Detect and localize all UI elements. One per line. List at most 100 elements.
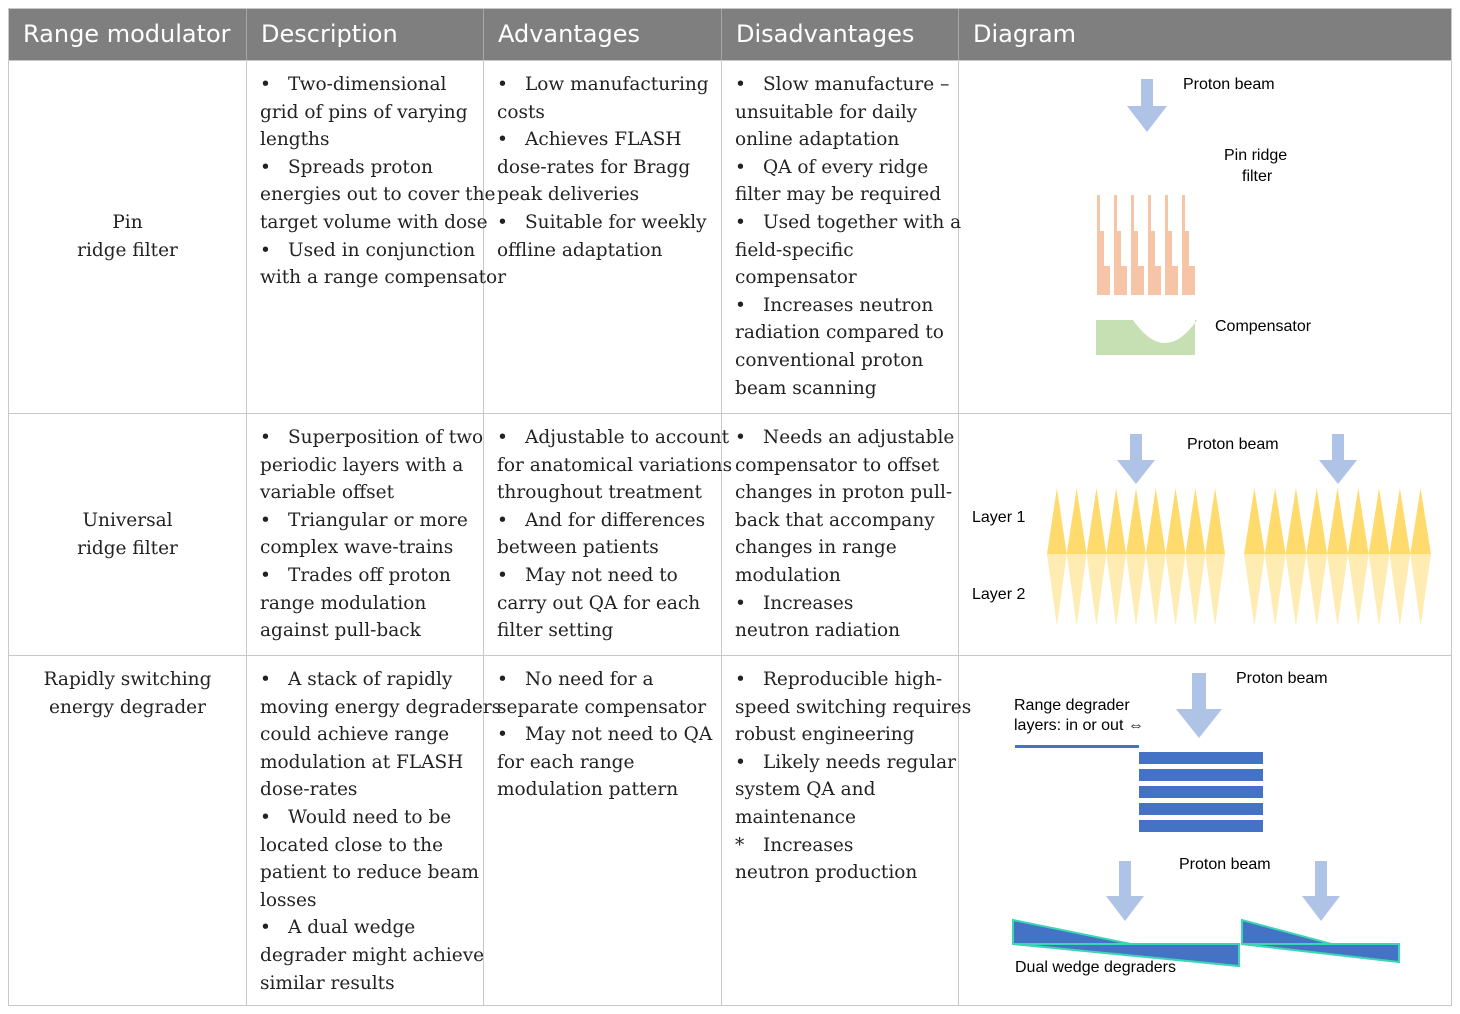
ridge-triangle-layer-2: [1244, 554, 1265, 626]
text-line-content: Increases: [763, 834, 854, 856]
modulator-name-line: Universal: [82, 509, 173, 531]
text-line: carry out QA for each: [497, 590, 709, 618]
bullet-marker: *: [735, 834, 745, 856]
text-line-content: Superposition of two: [288, 427, 484, 448]
text-line: range modulation: [260, 590, 471, 618]
text-line: beam scanning: [735, 375, 946, 403]
text-line-content: for anatomical variations: [497, 454, 733, 476]
bullet-marker: •: [735, 669, 746, 690]
text-line-content: Increases: [763, 592, 854, 614]
dual-wedge-degrader-right: [1241, 918, 1400, 964]
bullet-marker: •: [497, 669, 508, 690]
diagram-cell: Proton beam Layer 1 Layer 2: [959, 414, 1453, 655]
bullet-marker: •: [260, 509, 271, 531]
text-line: for each range: [497, 749, 709, 777]
bullet-marker: •: [735, 74, 746, 95]
text-line-content: Spreads proton: [288, 156, 433, 178]
text-line: •Used together with a: [735, 209, 961, 237]
pin-shape: [1148, 195, 1151, 295]
text-line: changes in range: [735, 534, 946, 562]
text-line: •Triangular or more: [260, 507, 471, 535]
text-line: •May not need to: [497, 562, 709, 590]
pin-shape: [1100, 231, 1104, 295]
bullet-marker: •: [497, 211, 508, 233]
layer-1-label: Layer 1: [972, 509, 1025, 526]
proton-beam-arrow: [1319, 434, 1357, 484]
dual-wedge-degrader-left: [1012, 918, 1240, 968]
text-line: •A dual wedge: [260, 914, 471, 942]
bullet-marker: •: [260, 917, 271, 939]
header-description: Description: [247, 9, 484, 60]
text-line-content: carry out QA for each: [497, 592, 701, 614]
text-line: back that accompany: [735, 507, 946, 535]
pin-ridge-filter-label: filter: [1242, 168, 1273, 185]
text-line-content: for each range: [497, 751, 635, 773]
text-line: system QA and: [735, 776, 946, 804]
header-range-modulator: Range modulator: [9, 9, 247, 60]
text-line: patient to reduce beam: [260, 859, 479, 887]
text-line: lengths: [260, 126, 471, 154]
ridge-triangle-layer-2: [1285, 554, 1307, 626]
modulator-name-line: energy degrader: [49, 696, 206, 718]
pin-shape: [1097, 195, 1100, 295]
text-line-content: unsuitable for daily: [735, 101, 918, 123]
text-line-content: separate compensator: [497, 696, 707, 718]
text-line-content: between patients: [497, 537, 659, 559]
text-line: •Low manufacturing: [497, 71, 709, 99]
ridge-triangle-layer-2: [1306, 554, 1328, 626]
bullet-marker: •: [260, 669, 271, 690]
text-line: •May not need to QA: [497, 721, 712, 749]
text-line-content: May not need to: [525, 564, 678, 586]
degrader-layer: [1139, 803, 1263, 815]
pin-shape: [1168, 231, 1172, 295]
comparison-table: Range modulator Description Advantages D…: [8, 8, 1452, 1006]
ridge-triangle-layer-2: [1368, 554, 1390, 626]
pin-shape: [1189, 266, 1195, 295]
pin-shape: [1114, 195, 1117, 295]
text-line-content: compensator: [735, 267, 857, 289]
ridge-triangle-layer-1: [1086, 488, 1107, 554]
modulator-name-cell: Rapidly switching energy degrader: [9, 656, 247, 1006]
text-line: complex wave-trains: [260, 534, 471, 562]
text-line-content: peak deliveries: [497, 184, 640, 206]
text-line: modulation at FLASH: [260, 749, 471, 777]
text-line: •Superposition of two: [260, 424, 483, 452]
ridge-triangle-layer-1: [1347, 488, 1369, 554]
text-line: • A stack of rapidly: [260, 666, 471, 694]
text-line-content: modulation: [735, 564, 841, 586]
ridge-triangle-layer-1: [1285, 488, 1307, 554]
pin-shape: [1138, 266, 1144, 295]
ridge-triangle-layer-2: [1145, 554, 1166, 626]
text-line: compensator to offset: [735, 452, 946, 480]
text-line: dose-rates for Bragg: [497, 154, 709, 182]
text-line-content: conventional proton: [735, 349, 924, 371]
text-line-content: changes in range: [735, 537, 897, 559]
text-line-content: against pull-back: [260, 620, 421, 642]
ridge-triangle-layer-2: [1066, 554, 1087, 626]
text-line-content: offline adaptation: [497, 239, 663, 261]
text-line-content: modulation pattern: [497, 779, 679, 801]
ridge-triangle-layer-2: [1165, 554, 1186, 626]
proton-beam-arrow: [1106, 861, 1144, 921]
text-line: changes in proton pull-: [735, 479, 952, 507]
text-line-content: energies out to cover the: [260, 184, 496, 206]
text-line: •Adjustable to account: [497, 424, 729, 452]
text-line: conventional proton: [735, 347, 946, 375]
text-line: filter setting: [497, 617, 709, 645]
text-line-content: patient to reduce beam: [260, 862, 479, 884]
text-line-content: system QA and: [735, 779, 876, 801]
ridge-triangle-layer-1: [1306, 488, 1328, 554]
proton-beam-arrow: [1302, 861, 1340, 921]
table-row-universal-ridge-filter: Universal ridge filter •Superposition of…: [9, 413, 1451, 655]
ridge-triangle-layer-2: [1205, 554, 1225, 626]
ridge-triangle-layer-1: [1264, 488, 1286, 554]
ridge-triangle-layer-2: [1086, 554, 1107, 626]
pin-shape: [1131, 195, 1134, 295]
text-line: with a range compensator: [260, 264, 506, 292]
universal-ridge-layers-right: [1244, 488, 1431, 626]
text-line: compensator: [735, 264, 946, 292]
text-line-content: A stack of rapidly: [288, 669, 453, 690]
pin-shape: [1185, 231, 1189, 295]
